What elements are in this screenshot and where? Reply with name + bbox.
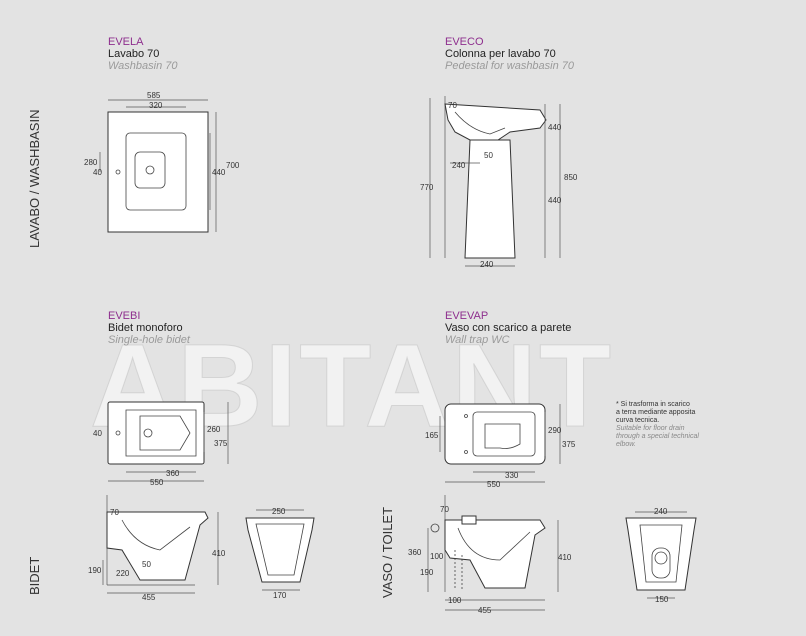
- dim-330: 330: [505, 471, 519, 480]
- product-name-en: Pedestal for washbasin 70: [445, 60, 575, 72]
- dim-40: 40: [93, 429, 102, 438]
- dim-440-bottom: 440: [548, 196, 562, 205]
- product-code: EVEBI: [108, 310, 141, 322]
- dim-320: 320: [149, 101, 163, 110]
- dim-70: 70: [448, 101, 457, 110]
- product-name-en: Wall trap WC: [445, 334, 510, 346]
- dim-550: 550: [150, 478, 164, 487]
- evebi-top-view: [107, 401, 229, 482]
- evevap-top-view: [439, 403, 561, 483]
- dim-410: 410: [212, 549, 226, 558]
- dim-375: 375: [214, 439, 228, 448]
- dim-410: 410: [558, 553, 572, 562]
- dim-100-base: 100: [448, 596, 462, 605]
- product-code: EVELA: [108, 36, 144, 48]
- eveco-header: EVECO Colonna per lavabo 70 Pedestal for…: [445, 36, 574, 72]
- dim-240: 240: [654, 507, 668, 516]
- evebi-side-view: [102, 495, 219, 594]
- note-en-line: through a special technical: [616, 433, 699, 440]
- dim-375: 375: [562, 440, 576, 449]
- dim-290: 290: [548, 426, 562, 435]
- product-code: EVEVAP: [445, 310, 489, 322]
- dim-240-base: 240: [480, 260, 494, 269]
- dim-100-mid: 100: [430, 552, 444, 561]
- dim-170: 170: [273, 591, 287, 600]
- dim-250: 250: [272, 507, 286, 516]
- dim-550: 550: [487, 480, 501, 489]
- product-name: Lavabo 70: [108, 48, 160, 60]
- product-code: EVECO: [445, 36, 484, 48]
- dim-440: 440: [212, 168, 226, 177]
- dim-70: 70: [110, 508, 119, 517]
- product-name-en: Single-hole bidet: [108, 334, 190, 346]
- dim-455: 455: [142, 593, 156, 602]
- dim-190: 190: [420, 568, 434, 577]
- dim-50: 50: [142, 560, 151, 569]
- dim-585: 585: [147, 91, 161, 100]
- dim-360: 360: [166, 469, 180, 478]
- note-it-line: a terra mediante apposita: [616, 409, 696, 416]
- evebi-front-view: [245, 509, 315, 591]
- note-en-line: Suitable for floor drain: [616, 425, 685, 432]
- evela-top-view: [99, 99, 217, 233]
- evevap-header: EVEVAP Vaso con scarico a parete Wall tr…: [445, 310, 571, 346]
- product-name: Vaso con scarico a parete: [445, 322, 572, 334]
- product-name-en: Washbasin 70: [108, 60, 178, 72]
- note-it-line: curva tecnica.: [616, 417, 660, 424]
- evela-header: EVELA Lavabo 70 Washbasin 70: [108, 36, 178, 72]
- dim-50: 50: [484, 151, 493, 160]
- product-name: Colonna per lavabo 70: [445, 48, 556, 60]
- dim-770: 770: [420, 183, 434, 192]
- product-name: Bidet monoforo: [108, 322, 183, 334]
- dim-190: 190: [88, 566, 102, 575]
- note-en-line: elbow.: [616, 441, 636, 448]
- dim-40: 40: [93, 168, 102, 177]
- evevap-front-view: [625, 511, 697, 599]
- dim-240-mid: 240: [452, 161, 466, 170]
- dim-360: 360: [408, 548, 422, 557]
- dim-440-top: 440: [548, 123, 562, 132]
- dim-850: 850: [564, 173, 578, 182]
- eveco-side-view: [429, 96, 561, 267]
- dim-220: 220: [116, 569, 130, 578]
- dim-70: 70: [440, 505, 449, 514]
- dim-165: 165: [425, 431, 439, 440]
- dim-700: 700: [226, 161, 240, 170]
- dim-280: 280: [84, 158, 98, 167]
- evevap-note: * Si trasforma in scarico a terra median…: [616, 401, 716, 449]
- note-it-line: * Si trasforma in scarico: [616, 401, 690, 408]
- dim-260: 260: [207, 425, 221, 434]
- evevap-side-view: [427, 495, 559, 611]
- dim-455: 455: [478, 606, 492, 615]
- evebi-header: EVEBI Bidet monoforo Single-hole bidet: [108, 310, 190, 346]
- dim-150: 150: [655, 595, 669, 604]
